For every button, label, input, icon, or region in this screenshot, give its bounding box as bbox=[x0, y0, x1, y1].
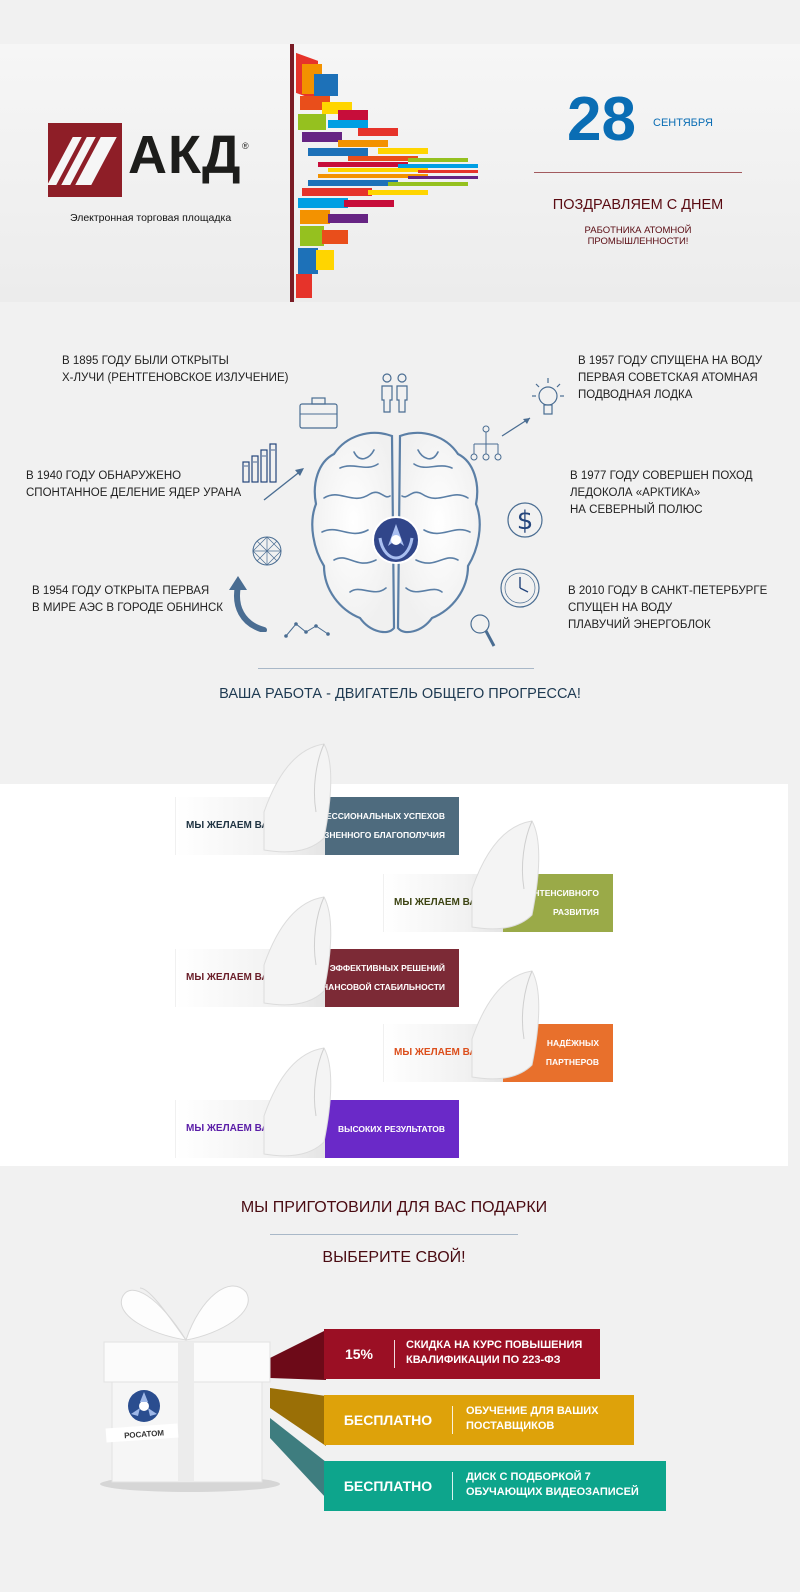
logo-text: АКД bbox=[128, 125, 242, 185]
wish-prefix: МЫ ЖЕЛАЕМ ВАМ bbox=[186, 972, 277, 983]
gift-value: БЕСПЛАТНО bbox=[343, 1478, 433, 1494]
wish-prefix: МЫ ЖЕЛАЕМ ВАМ bbox=[186, 1123, 277, 1134]
wish-text-line1: ИНТЕНСИВНОГО bbox=[527, 888, 599, 898]
clock-icon bbox=[500, 568, 540, 608]
wish-text-line2: РАЗВИТИЯ bbox=[552, 907, 599, 917]
page-curl-decoration bbox=[263, 743, 332, 853]
slogan: ВАША РАБОТА - ДВИГАТЕЛЬ ОБЩЕГО ПРОГРЕССА… bbox=[219, 686, 581, 702]
gift-separator bbox=[452, 1472, 453, 1500]
briefcase-icon bbox=[299, 397, 338, 429]
line-graph-icon bbox=[284, 622, 330, 638]
wish-color-band: ЭФФЕКТИВНЫХ РЕШЕНИЙ ФИНАНСОВОЙ СТАБИЛЬНО… bbox=[309, 949, 459, 1007]
wish-prefix: МЫ ЖЕЛАЕМ ВАМ bbox=[186, 820, 277, 831]
gift-separator bbox=[394, 1340, 395, 1368]
wish-text-line2: ЖИЗНЕННОГО БЛАГОПОЛУЧИЯ bbox=[310, 830, 445, 840]
gift-separator bbox=[452, 1406, 453, 1434]
wish-text-line2: ФИНАНСОВОЙ СТАБИЛЬНОСТИ bbox=[308, 982, 445, 992]
page-curl-decoration bbox=[471, 820, 540, 930]
wish-color-band: ПРОФЕССИОНАЛЬНЫХ УСПЕХОВ ЖИЗНЕННОГО БЛАГ… bbox=[300, 797, 459, 855]
wish-text-line1: НАДЁЖНЫХ bbox=[546, 1038, 599, 1048]
logo-subtitle: Электронная торговая площадка bbox=[70, 212, 232, 224]
brain-illustration bbox=[311, 431, 481, 634]
curved-arrow-icon bbox=[229, 576, 267, 632]
logo-registered-mark: ® bbox=[242, 141, 249, 151]
rosatom-label: РОСАТОМ bbox=[124, 1428, 165, 1440]
lightbulb-arrow-icon bbox=[501, 378, 564, 437]
page-curl-decoration bbox=[263, 1047, 332, 1157]
bar-chart-growth-icon bbox=[242, 443, 304, 501]
wish-prefix: МЫ ЖЕЛАЕМ ВАМ bbox=[394, 1047, 485, 1058]
date-month: СЕНТЯБРЯ bbox=[653, 117, 713, 129]
page-curl-decoration bbox=[471, 970, 540, 1080]
facts-divider bbox=[258, 668, 534, 669]
gifts-divider bbox=[270, 1234, 518, 1235]
date-day: 28 bbox=[567, 85, 636, 154]
hierarchy-icon bbox=[470, 425, 502, 461]
gift-box-illustration: РОСАТОМ bbox=[100, 1285, 326, 1498]
wishes-section: МЫ ЖЕЛАЕМ ВАМ ПРОФЕССИОНАЛЬНЫХ УСПЕХОВ Ж… bbox=[0, 743, 788, 1166]
magnifier-icon bbox=[470, 614, 496, 647]
gift-value: БЕСПЛАТНО bbox=[343, 1412, 433, 1428]
colorful-funnel-art bbox=[290, 44, 478, 302]
wish-text-line2: ПАРТНЕРОВ bbox=[545, 1057, 599, 1067]
header-banner: АКД ® Электронная торговая площадка bbox=[0, 44, 800, 302]
akd-logo-mark bbox=[47, 123, 122, 197]
gift-value: 15% bbox=[344, 1346, 374, 1362]
gifts-title: МЫ ПРИГОТОВИЛИ ДЛЯ ВАС ПОДАРКИ bbox=[240, 1199, 548, 1216]
congrats-title: ПОЗДРАВЛЯЕМ С ДНЕМ bbox=[552, 197, 724, 213]
wish-prefix: МЫ ЖЕЛАЕМ ВАМ bbox=[394, 897, 485, 908]
wish-color-band: ВЫСОКИХ РЕЗУЛЬТАТОВ bbox=[325, 1100, 459, 1158]
dollar-icon: $ bbox=[507, 502, 543, 538]
gifts-subtitle: ВЫБЕРИТЕ СВОЙ! bbox=[322, 1249, 466, 1266]
congrats-subtitle: РАБОТНИКА АТОМНОЙ ПРОМЫШЛЕННОСТИ! bbox=[584, 225, 692, 247]
wish-text-line1: ПРОФЕССИОНАЛЬНЫХ УСПЕХОВ bbox=[300, 811, 445, 821]
page-curl-decoration bbox=[263, 896, 332, 1006]
svg-text:$: $ bbox=[517, 506, 534, 536]
header-divider bbox=[534, 172, 742, 173]
wish-text-line1: ЭФФЕКТИВНЫХ РЕШЕНИЙ bbox=[329, 963, 445, 973]
network-globe-icon bbox=[252, 536, 282, 566]
people-icon bbox=[381, 373, 408, 413]
wish-text-line1: ВЫСОКИХ РЕЗУЛЬТАТОВ bbox=[338, 1123, 445, 1134]
